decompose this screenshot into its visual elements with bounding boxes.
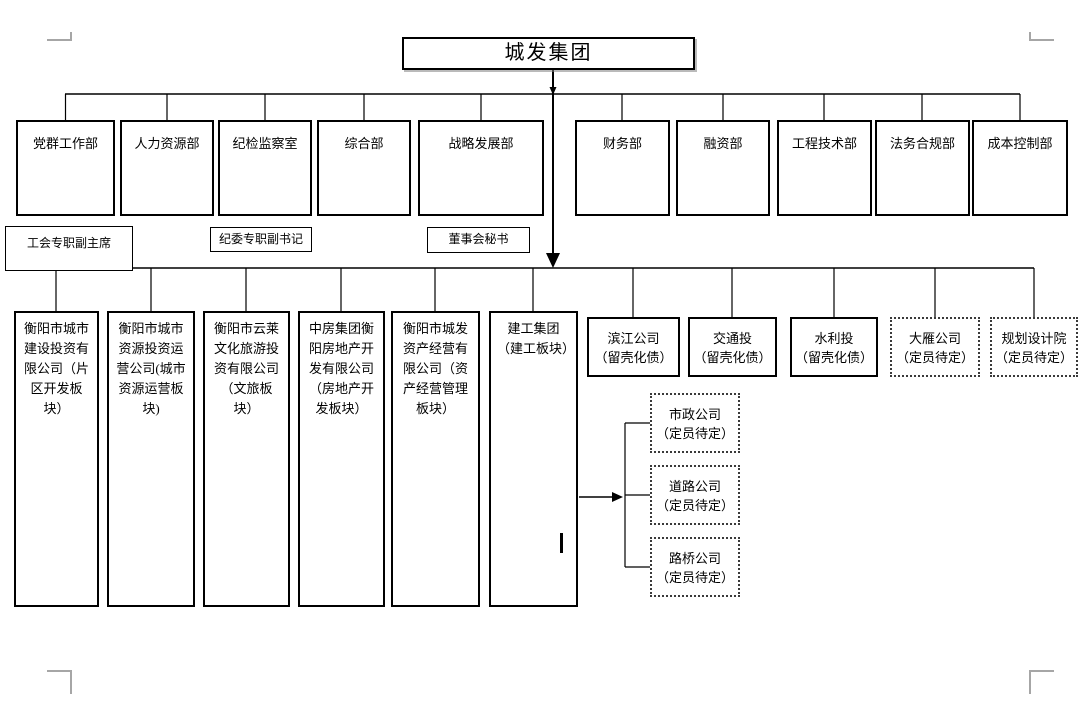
subsidiary-box-pending: 道路公司 （定员待定） (650, 465, 740, 525)
company-box-construction-group: 建工集团（建工板块） (489, 311, 578, 607)
department-box: 融资部 (676, 120, 770, 216)
department-box: 综合部 (317, 120, 411, 216)
text-cursor-mark (560, 533, 563, 553)
company-box: 水利投 （留壳化债） (790, 317, 878, 377)
staff-box-board-secretary: 董事会秘书 (427, 227, 530, 253)
department-box: 工程技术部 (777, 120, 872, 216)
company-box-pending: 大雁公司 （定员待定） (890, 317, 980, 377)
department-box: 人力资源部 (120, 120, 214, 216)
company-box: 衡阳市城市资源投资运营公司(城市资源运营板块) (107, 311, 195, 607)
root-box-group: 城发集团 (402, 37, 695, 70)
company-box: 中房集团衡阳房地产开发有限公司（房地产开发板块） (298, 311, 385, 607)
crop-mark-top-right (1029, 32, 1054, 41)
crop-mark-bottom-left (47, 670, 72, 694)
department-box: 党群工作部 (16, 120, 115, 216)
company-box-pending: 规划设计院 （定员待定） (990, 317, 1078, 377)
department-box: 纪检监察室 (218, 120, 312, 216)
department-box: 法务合规部 (875, 120, 970, 216)
company-box: 衡阳市云莱文化旅游投资有限公司（文旅板块） (203, 311, 290, 607)
crop-mark-bottom-right (1029, 670, 1054, 694)
subsidiary-box-pending: 路桥公司 （定员待定） (650, 537, 740, 597)
company-box: 滨江公司 （留壳化债） (587, 317, 680, 377)
staff-box-union-vice-chairman: 工会专职副主席 (5, 226, 133, 271)
department-box: 财务部 (575, 120, 670, 216)
subsidiary-box-pending: 市政公司 （定员待定） (650, 393, 740, 453)
company-box: 衡阳市城市建设投资有限公司（片区开发板块） (14, 311, 99, 607)
staff-box-discipline-deputy-secretary: 纪委专职副书记 (210, 227, 312, 252)
crop-mark-top-left (47, 32, 72, 41)
company-box: 交通投 （留壳化债） (688, 317, 777, 377)
department-box: 战略发展部 (418, 120, 544, 216)
department-box: 成本控制部 (972, 120, 1068, 216)
company-box: 衡阳市城发资产经营有限公司（资产经营管理板块） (391, 311, 480, 607)
